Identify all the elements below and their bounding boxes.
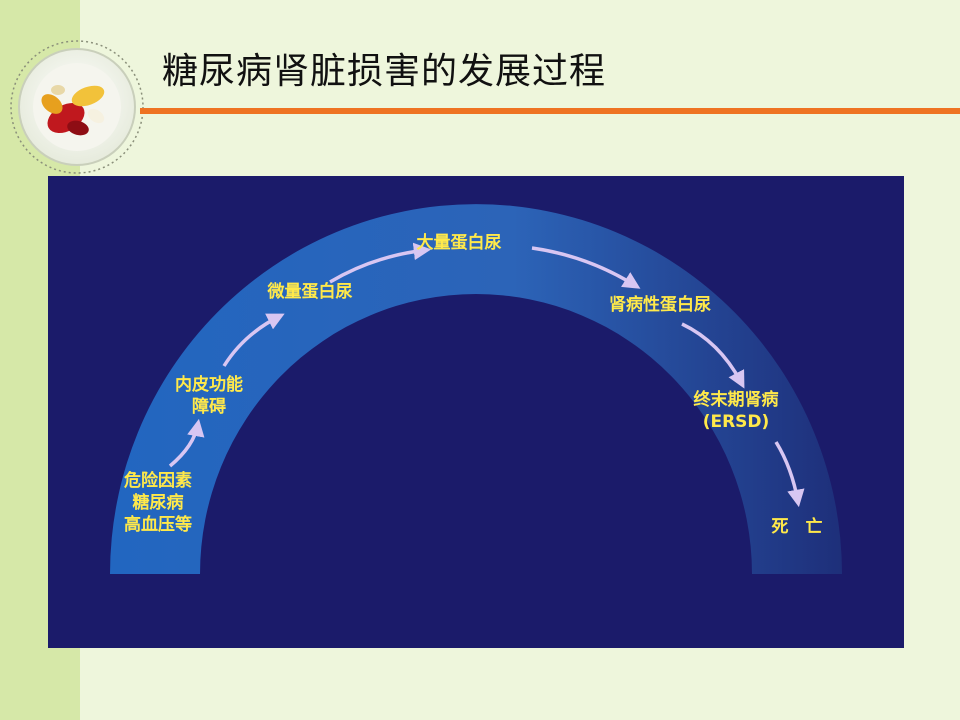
stage-1-line-2: 糖尿病 [133, 492, 184, 513]
stage-7-line-1: 死 亡 [772, 516, 823, 537]
title-underline [140, 108, 960, 114]
slide-title: 糖尿病肾脏损害的发展过程 [162, 51, 607, 92]
stage-5-line-1: 肾病性蛋白尿 [609, 294, 711, 315]
progression-arrow-4 [531, 246, 641, 289]
pills-logo-icon [10, 40, 144, 174]
progression-diagram: 危险因素糖尿病高血压等 内皮功能障碍 微量蛋白尿 大量蛋白尿肾病性蛋白尿终末期肾病(E… [48, 176, 904, 648]
progression-arrow-5 [681, 322, 745, 389]
stage-2-line-1: 内皮功能 [175, 374, 243, 395]
stage-3-line-1: 微量蛋白尿 [267, 281, 353, 302]
progression-arrow-6 [774, 441, 805, 508]
stage-2-line-2: 障碍 [192, 396, 226, 417]
arc-band [110, 204, 842, 574]
progression-arrow-2 [222, 313, 285, 367]
arrow-layer [168, 242, 805, 508]
stage-1-line-1: 危险因素 [123, 470, 192, 491]
stage-1-line-3: 高血压等 [124, 514, 192, 535]
stage-6-line-2: (ERSD) [703, 412, 770, 432]
stage-6-line-1: 终末期肾病 [694, 389, 779, 410]
progression-arrow-1 [168, 418, 205, 468]
stage-4-line-1: 大量蛋白尿 [417, 232, 502, 253]
progression-arrow-3 [329, 242, 432, 284]
